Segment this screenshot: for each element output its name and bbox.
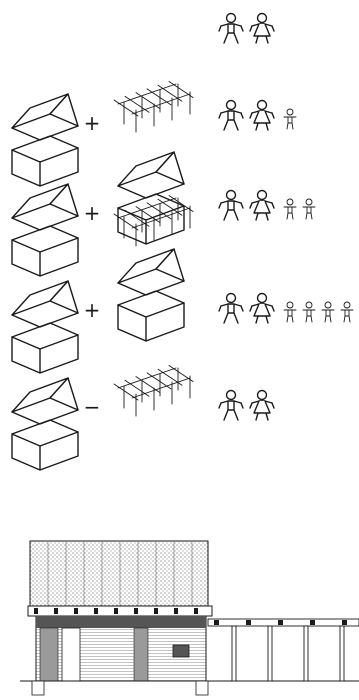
operator-sign: +	[84, 201, 101, 225]
adult-figure	[219, 101, 243, 131]
elevation-foundation-left	[32, 681, 44, 695]
elevation-pergola	[208, 619, 359, 681]
child-figure	[284, 109, 296, 129]
child-figure	[303, 302, 315, 322]
exploded-house-sketch	[12, 281, 78, 373]
exploded-house-sketch	[12, 94, 78, 186]
expansion-row: −	[12, 366, 274, 471]
child-figure	[341, 302, 353, 322]
adult-figure-skirt	[250, 294, 274, 324]
operator-sign: +	[84, 298, 101, 322]
house-elevation-drawing	[20, 541, 359, 695]
house-base-box	[12, 420, 78, 446]
elevation-wall-shadow	[36, 616, 206, 628]
child-figure	[322, 302, 334, 322]
child-figure	[284, 199, 296, 219]
adult-figure-skirt	[250, 391, 274, 421]
child-figure	[303, 199, 315, 219]
house-roof-base-edge	[118, 184, 184, 198]
elevation-foundation-right	[196, 681, 208, 695]
house-roof-base-edge	[12, 410, 78, 424]
house-roof-base-edge	[12, 126, 78, 140]
pergola-frame-sketch	[114, 82, 193, 133]
house-base-box	[12, 136, 78, 162]
house-base-box	[118, 291, 184, 317]
adult-figure-skirt	[250, 101, 274, 131]
pergola-frame-sketch	[114, 366, 193, 417]
exploded-house-sketch	[118, 249, 184, 341]
elevation-door	[62, 628, 80, 681]
adult-figure	[219, 14, 243, 44]
expansion-rows: + + + −	[12, 14, 353, 471]
elevation-mid-pier	[134, 628, 148, 681]
house-roof-base-edge	[12, 313, 78, 327]
adult-figure	[219, 294, 243, 324]
adult-figure-skirt	[250, 14, 274, 44]
operator-sign: +	[84, 111, 101, 135]
house-roof-base-edge	[118, 281, 184, 295]
elevation-roof	[30, 541, 208, 606]
child-figure	[284, 302, 296, 322]
house-roof-base-edge	[12, 216, 78, 230]
elevation-left-pier	[40, 628, 58, 681]
expansion-row	[219, 14, 274, 44]
house-base-box	[12, 226, 78, 252]
house-base-box	[12, 323, 78, 349]
exploded-house-sketch	[12, 378, 78, 470]
exploded-house-sketch	[12, 184, 78, 276]
operator-sign: −	[84, 395, 101, 419]
exploded-house-sketch	[118, 152, 184, 244]
adult-figure	[219, 191, 243, 221]
adult-figure	[219, 391, 243, 421]
elevation-window	[173, 645, 189, 657]
adult-figure-skirt	[250, 191, 274, 221]
